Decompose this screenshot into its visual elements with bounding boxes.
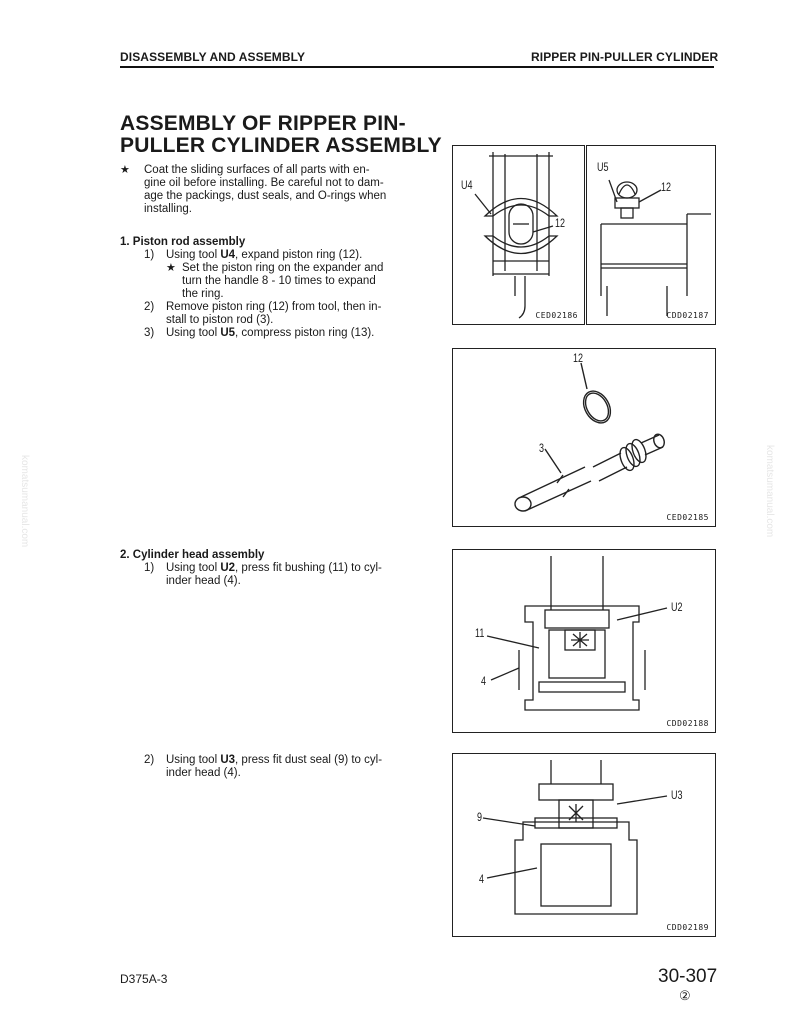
figure-piston-ring-compressor: U5 12 CDD02187 — [586, 145, 716, 325]
step-number: 1) — [144, 562, 155, 574]
note-line: installing. — [144, 203, 192, 215]
note-line: Coat the sliding surfaces of all parts w… — [144, 164, 370, 176]
step-item: 1) Using tool U2, press fit bushing (11)… — [144, 562, 440, 587]
step-number: 2) — [144, 301, 155, 313]
step-text: inder head (4). — [166, 575, 241, 587]
step-text: , compress piston ring (13). — [235, 327, 375, 339]
step-text: stall to piston rod (3). — [166, 314, 274, 326]
note-line: gine oil before installing. Be careful n… — [144, 177, 384, 189]
figure-code: CDD02189 — [666, 923, 709, 932]
step-text: Using tool — [166, 327, 221, 339]
bushing-drawing — [486, 556, 668, 711]
page-title-line2: PULLER CYLINDER ASSEMBLY — [120, 134, 442, 157]
sub-note-line: the ring. — [182, 288, 224, 300]
figure-code: CED02186 — [535, 311, 578, 320]
step-text: , press fit dust seal (9) to cyl- — [235, 754, 383, 766]
step-number: 2) — [144, 754, 155, 766]
figure-code: CDD02187 — [666, 311, 709, 320]
callout-label: U2 — [671, 600, 683, 614]
watermark-left: komatsumanual.com — [19, 455, 30, 548]
step-text: , expand piston ring (12). — [235, 249, 363, 261]
callout-label: 11 — [475, 626, 485, 640]
step-text: Using tool — [166, 249, 221, 261]
tool-ref: U5 — [220, 327, 236, 339]
ring-rod-drawing — [514, 362, 665, 512]
section-piston-rod: 1. Piston rod assembly 1) Using tool U4,… — [120, 236, 440, 340]
watermark-right: komatsumanual.com — [764, 445, 775, 538]
star-icon: ★ — [166, 262, 176, 274]
section-heading: 2. Cylinder head assembly — [120, 549, 265, 561]
figure-piston-ring-expander: U4 12 CED02186 — [452, 145, 585, 325]
step-text: Remove piston ring (12) from tool, then … — [166, 301, 382, 313]
header-rule — [120, 66, 714, 68]
step-item: 3) Using tool U5, compress piston ring (… — [144, 327, 440, 340]
sub-note: ★ Set the piston ring on the expander an… — [166, 262, 440, 301]
step-item: 2) Using tool U3, press fit dust seal (9… — [144, 754, 444, 779]
tool-ref: U4 — [220, 249, 236, 261]
step-text: Using tool — [166, 562, 221, 574]
callout-label: 12 — [661, 180, 672, 194]
callout-label: 12 — [573, 351, 584, 365]
section-cylinder-head: 2. Cylinder head assembly 1) Using tool … — [120, 549, 440, 587]
page-number: 30-307 — [658, 966, 718, 987]
step-text: Using tool — [166, 754, 221, 766]
figure-code: CDD02188 — [666, 719, 709, 728]
callout-label: 4 — [479, 872, 485, 886]
star-icon: ★ — [120, 164, 130, 176]
page-title: ASSEMBLY OF RIPPER PIN- PULLER CYLINDER … — [120, 113, 450, 157]
callout-label: U4 — [461, 178, 473, 192]
general-note: ★ Coat the sliding surfaces of all parts… — [120, 164, 430, 216]
note-line: age the packings, dust seals, and O-ring… — [144, 190, 387, 202]
callout-label: 12 — [555, 216, 566, 230]
callout-label: U5 — [597, 160, 609, 174]
step-number: 1) — [144, 249, 155, 261]
header-component-title: RIPPER PIN-PULLER CYLINDER — [531, 50, 719, 64]
callout-label: 4 — [481, 674, 487, 688]
section-heading: 1. Piston rod assembly — [120, 236, 246, 248]
step-text: inder head (4). — [166, 767, 241, 779]
sub-note-line: turn the handle 8 - 10 times to expand — [182, 275, 376, 287]
footer-model: D375A-3 — [120, 972, 168, 986]
step-text: , press fit bushing (11) to cyl- — [235, 562, 382, 574]
compressor-drawing — [600, 179, 711, 316]
figure-press-fit-dust-seal: U3 9 4 CDD02189 — [452, 753, 716, 937]
step-item: 2) Remove piston ring (12) from tool, th… — [144, 301, 440, 327]
header-section-title: DISASSEMBLY AND ASSEMBLY — [120, 50, 306, 64]
tool-ref: U3 — [220, 754, 236, 766]
tool-ref: U2 — [220, 562, 236, 574]
revision-mark: ② — [679, 988, 691, 1003]
callout-label: U3 — [671, 788, 683, 802]
dust-seal-drawing — [482, 760, 668, 915]
sub-note-line: Set the piston ring on the expander and — [182, 262, 384, 274]
callout-label: 3 — [539, 441, 545, 455]
figure-code: CED02185 — [666, 513, 709, 522]
figure-ring-on-rod: 12 3 CED02185 — [452, 348, 716, 527]
step-number: 3) — [144, 327, 155, 339]
figure-press-fit-bushing: U2 11 4 CDD02188 — [452, 549, 716, 733]
page-title-line1: ASSEMBLY OF RIPPER PIN- — [120, 112, 406, 135]
expander-drawing — [474, 152, 559, 319]
callout-label: 9 — [477, 810, 483, 824]
step-item: 1) Using tool U4, expand piston ring (12… — [144, 249, 440, 262]
